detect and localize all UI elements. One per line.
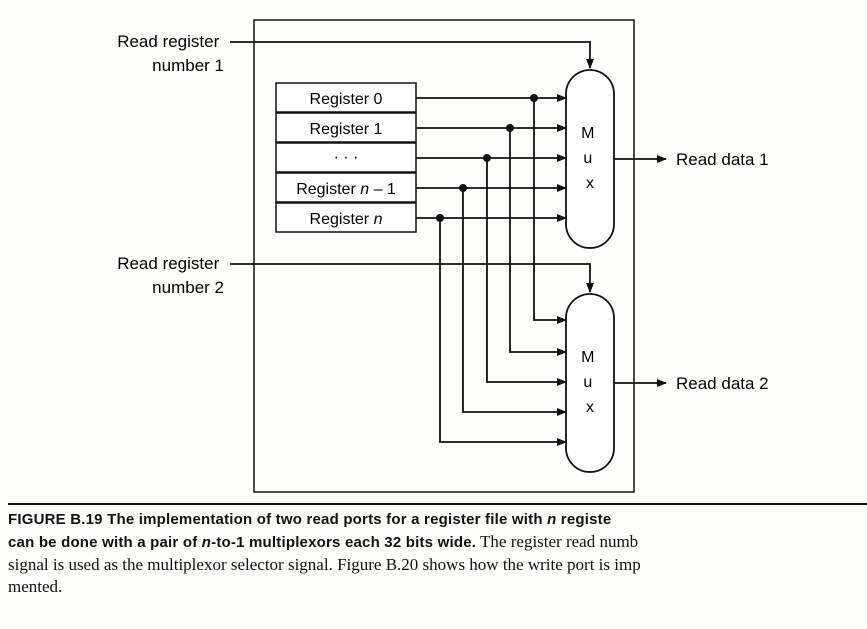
read-register-2-line1: Read register xyxy=(117,254,219,273)
register-n-minus-1-italic: n xyxy=(360,181,369,198)
read-data-2-label: Read data 2 xyxy=(676,374,769,393)
read-register-1-line2: number 1 xyxy=(152,56,224,75)
caption-title-part-1: The implementation of two read ports for… xyxy=(102,511,548,528)
register-n-minus-1-suffix: – 1 xyxy=(369,181,396,198)
register-dots-label: · · · xyxy=(334,149,359,166)
caption-title-n-1: n xyxy=(547,511,557,528)
mux-1-label: M u x xyxy=(581,125,599,192)
mux-2-label: M u x xyxy=(581,349,599,416)
register-stack: Register 0 Register 1 · · · Register n –… xyxy=(275,82,417,233)
caption-line-3: signal is used as the multiplexor select… xyxy=(8,555,641,574)
read-register-1-line1: Read register xyxy=(117,32,219,51)
junction-rn1 xyxy=(459,184,467,192)
register-0-prefix: Register 0 xyxy=(310,91,383,108)
read-register-number-2-label: Read register number 2 xyxy=(117,254,224,297)
read-data-1-label: Read data 1 xyxy=(676,150,769,169)
caption-title-part-3: can be done with a pair of xyxy=(8,534,202,551)
register-n-prefix: Register xyxy=(310,211,374,228)
mux-1-letter-m: M xyxy=(581,125,594,142)
register-box-1 xyxy=(275,112,417,143)
wire-dots-to-mux2 xyxy=(486,158,567,386)
caption-figure-number: FIGURE B.19 xyxy=(8,511,103,528)
figure-frame xyxy=(253,19,635,493)
register-box-n-minus-1 xyxy=(275,172,417,203)
register-n-label: Register n xyxy=(310,211,383,228)
select-line-1 xyxy=(230,41,594,69)
caption-title-part-4: -to-1 multiplexors each 32 bits wide. xyxy=(211,534,477,551)
wire-r1-to-mux2 xyxy=(509,128,567,356)
register-dots-prefix: · · · xyxy=(334,149,359,166)
junction-rn xyxy=(436,214,444,222)
caption-body-part-1: The register read numb xyxy=(476,532,639,551)
register-n-minus-1-label: Register n – 1 xyxy=(296,181,396,198)
junction-r1 xyxy=(506,124,514,132)
register-wires xyxy=(416,94,567,446)
register-box-n xyxy=(275,202,417,233)
select-line-2 xyxy=(230,263,594,293)
register-n-italic: n xyxy=(374,211,383,228)
wire-rn1-to-mux2 xyxy=(462,188,567,416)
caption-line-1: FIGURE B.19 The implementation of two re… xyxy=(8,509,867,531)
junction-dots xyxy=(436,94,538,222)
caption-title-part-2: registe xyxy=(556,511,612,528)
mux-1-letter-u: u xyxy=(583,150,592,167)
mux-2-letter-x: x xyxy=(586,399,594,416)
caption-line-2: can be done with a pair of n-to-1 multip… xyxy=(8,531,867,554)
caption-title-n-2: n xyxy=(201,534,212,551)
mux-2-letter-u: u xyxy=(583,374,592,391)
register-1-prefix: Register 1 xyxy=(310,121,383,138)
junction-r0 xyxy=(530,94,538,102)
read-register-2-line2: number 2 xyxy=(152,278,224,297)
read-register-number-1-label: Read register number 1 xyxy=(117,32,224,75)
caption-rule xyxy=(8,503,867,505)
figure-caption: FIGURE B.19 The implementation of two re… xyxy=(8,509,867,619)
caption-line-4: mented. xyxy=(8,577,63,596)
mux-1-letter-x: x xyxy=(586,175,594,192)
register-n-minus-1-prefix: Register xyxy=(296,181,360,198)
wire-r0-to-mux2 xyxy=(533,98,567,324)
register-box-0 xyxy=(275,82,417,113)
mux-2-letter-m: M xyxy=(581,349,594,366)
junction-dots-reg xyxy=(483,154,491,162)
wire-rn-to-mux2 xyxy=(439,218,567,446)
register-1-label: Register 1 xyxy=(310,121,383,138)
register-file-read-ports-diagram: Read register number 1 Read register num… xyxy=(117,19,769,493)
register-0-label: Register 0 xyxy=(310,91,383,108)
